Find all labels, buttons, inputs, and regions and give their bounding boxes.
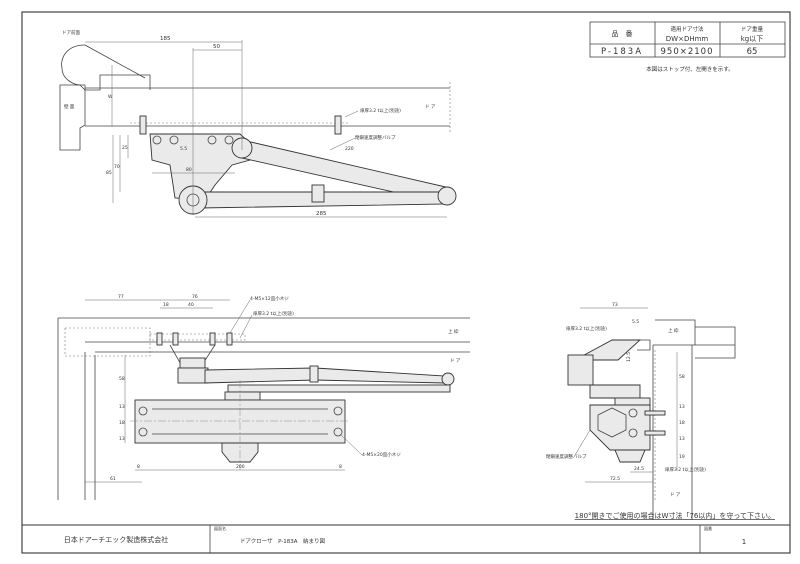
thickness-bottom-label: 扉厚3.2 t以上(別途) <box>665 466 706 473</box>
side-view: 73 5.5 扉厚3.2 t以上(別途) 上 枠 12.5 58 13 18 1… <box>546 302 736 520</box>
drawing-name: ドアクローザ P-183A 納まり図 <box>240 537 326 545</box>
cell-weight: 65 <box>747 47 758 57</box>
dim-72-5: 72.5 <box>610 476 620 482</box>
dim-12-5: 12.5 <box>626 352 632 362</box>
sheet-border <box>21 11 791 554</box>
dim-70: 70 <box>114 164 120 170</box>
frame-label: 上 枠 <box>448 328 459 335</box>
dim-24-5: 24.5 <box>634 466 644 472</box>
dim-50: 50 <box>213 44 220 50</box>
door-label: ド ア <box>450 358 461 364</box>
dim-13a: 13 <box>679 404 685 410</box>
valve-label: 閉鎖速度調整バルブ <box>355 134 396 141</box>
page-label: 図番 <box>704 525 712 531</box>
dim-13b: 13 <box>679 436 685 442</box>
dim-185: 185 <box>160 36 171 42</box>
dim-13b: 13 <box>119 436 125 442</box>
dim-285: 285 <box>316 211 327 217</box>
wall-label: 壁 面 <box>64 103 75 110</box>
dim-18b: 18 <box>119 420 125 426</box>
front-view: 上 枠 ド ア 77 76 18 40 4-M5×12皿小ネジ 扉厚3.2 <box>57 294 470 500</box>
door-label: ド ア <box>670 492 681 498</box>
header-model: 品 番 <box>612 30 633 38</box>
dim-5-5: 5.5 <box>180 146 187 152</box>
dim-77: 77 <box>118 294 124 300</box>
dim-13a: 13 <box>119 404 125 410</box>
dim-19: 19 <box>679 454 685 460</box>
dim-18: 18 <box>679 420 685 426</box>
spec-table: 品 番 適用ドア寸法 DW×DHmm ドア重量 kg以下 P-183A 950×… <box>589 21 786 73</box>
drawing-note: 本図はストップ付、左開きを示す。 <box>646 65 733 73</box>
arm-end-pivot <box>437 186 457 206</box>
dim-8b: 8 <box>339 464 342 470</box>
frame-label: 上 枠 <box>668 327 679 334</box>
thickness-label: 扉厚3.2 t以上(別途) <box>253 310 294 317</box>
header-weight: ドア重量 <box>741 25 764 33</box>
cell-door-size: 950×2100 <box>661 47 714 57</box>
thickness-label: 扉厚3.2 t以上(別途) <box>360 107 401 114</box>
dim-18: 18 <box>163 302 169 308</box>
screw-top-label: 4-M5×12皿小ネジ <box>250 295 289 302</box>
company-name: 日本ドアーチエック製造株式会社 <box>64 535 169 544</box>
dim-220: 220 <box>345 146 354 152</box>
dim-40: 40 <box>188 302 194 308</box>
top-view: ドア前面 壁 面 ド ア W 185 50 25 70 <box>59 29 457 218</box>
footer-note: 180°開きでご使用の場合はW寸法「76以内」を守って下さい。 <box>575 511 775 520</box>
thickness-top-label: 扉厚3.2 t以上(別途) <box>566 325 607 332</box>
dim-80: 80 <box>186 167 192 173</box>
door-front-label: ドア前面 <box>62 29 80 36</box>
title-block: 日本ドアーチエック製造株式会社 図面名 ドアクローザ P-183A 納まり図 図… <box>22 524 790 553</box>
page-number: 1 <box>742 538 746 546</box>
dim-25: 25 <box>122 145 128 151</box>
closer-body <box>134 399 346 444</box>
dim-58: 58 <box>119 376 125 382</box>
dim-85: 85 <box>106 170 112 176</box>
dim-5-5: 5.5 <box>632 319 639 325</box>
header-door-size: 適用ドア寸法 <box>670 25 704 33</box>
valve-label: 閉鎖速度調整バルブ <box>546 453 587 460</box>
w-label: W <box>108 94 113 100</box>
cell-model: P-183A <box>601 47 643 57</box>
dim-61: 61 <box>110 476 116 482</box>
drawing-name-label: 図面名 <box>214 525 226 531</box>
header-weight-unit: kg以下 <box>741 35 764 43</box>
dim-58: 58 <box>679 374 685 380</box>
dim-73: 73 <box>612 302 618 308</box>
dim-76: 76 <box>192 294 198 300</box>
screw-body-label: 4-M5×20皿小ネジ <box>362 451 401 458</box>
dim-8a: 8 <box>137 464 140 470</box>
header-door-size-unit: DW×DHmm <box>666 35 709 43</box>
door-label: ド ア <box>425 104 436 110</box>
dim-200: 200 <box>236 464 245 470</box>
